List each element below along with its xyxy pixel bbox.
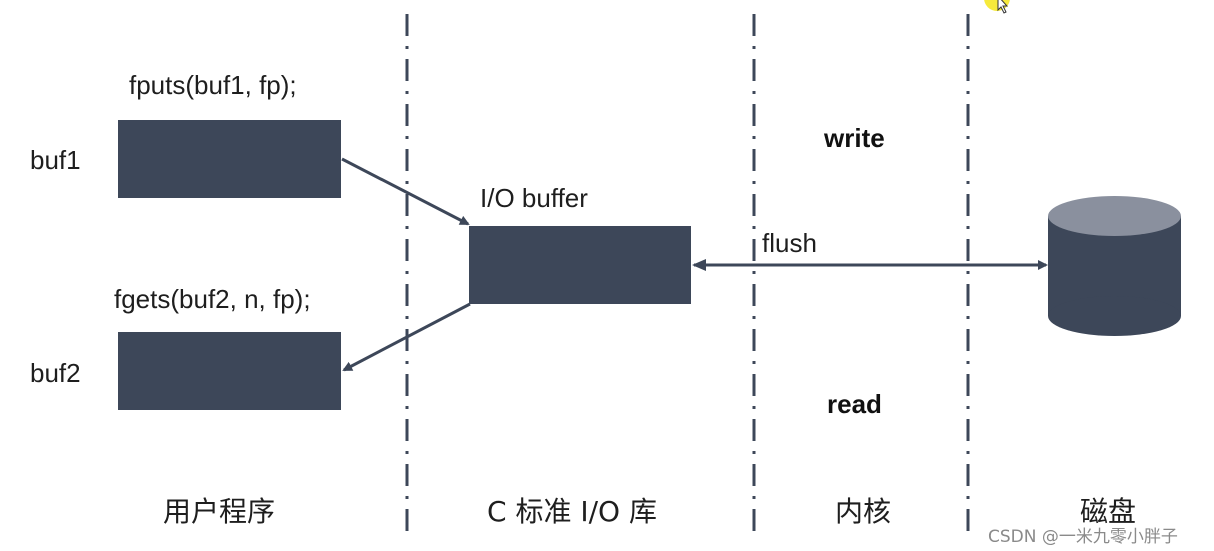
arrow-buffer-to-buf2: [342, 302, 471, 372]
fputs-call-label: fputs(buf1, fp);: [129, 70, 297, 100]
buf1-label: buf1: [30, 145, 81, 175]
mouse-pointer-icon: [984, 0, 1010, 14]
column-label-disk: 磁盘: [1080, 495, 1137, 528]
column-label-c-stdio: C 标准 I/O 库: [487, 495, 657, 528]
buf2-label: buf2: [30, 358, 81, 388]
arrow-flush-left-head: [692, 259, 706, 271]
column-label-kernel: 内核: [835, 495, 892, 528]
arrow-buf1-to-buffer: [341, 157, 470, 226]
column-label-user-program: 用户程序: [163, 495, 276, 528]
buf1-box: [118, 120, 341, 198]
read-label: read: [827, 389, 882, 419]
flush-label: flush: [762, 228, 817, 258]
disk-icon: [1048, 196, 1181, 336]
io-buffer-box: [469, 226, 691, 304]
buf2-box: [118, 332, 341, 410]
io-buffer-label: I/O buffer: [480, 183, 588, 213]
watermark: CSDN @一米九零小胖子: [988, 527, 1178, 547]
write-label: write: [824, 123, 885, 153]
fgets-call-label: fgets(buf2, n, fp);: [114, 284, 311, 314]
